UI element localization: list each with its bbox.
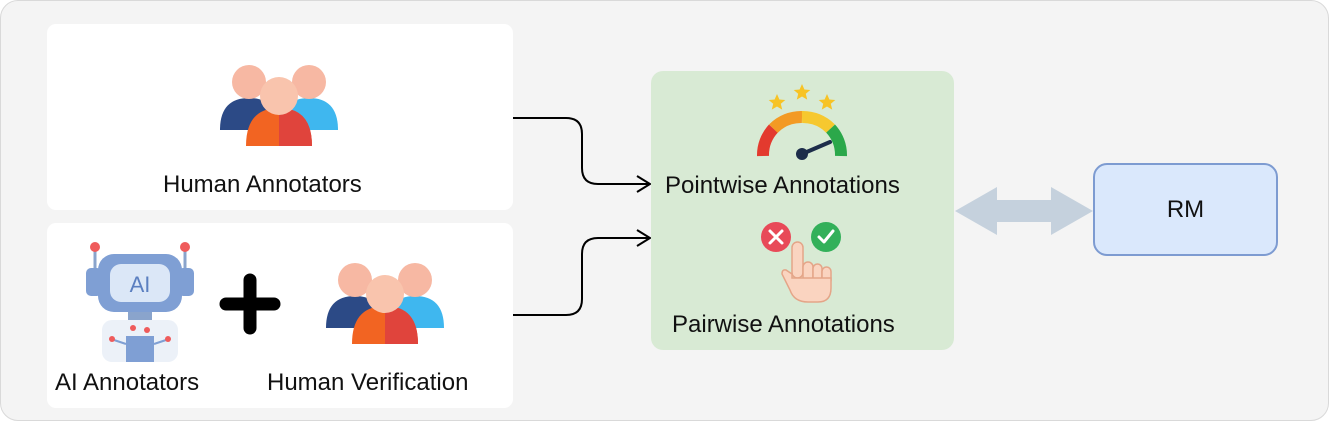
arrow-ai-to-annotations xyxy=(513,237,650,316)
people-group-icon xyxy=(220,65,338,146)
plus-icon xyxy=(219,273,281,335)
human-verification-label: Human Verification xyxy=(267,369,469,396)
bidirectional-arrow xyxy=(955,187,1093,235)
pointwise-annotations-label: Pointwise Annotations xyxy=(665,172,900,199)
arrowhead-top xyxy=(636,175,652,193)
choice-hand-icon xyxy=(761,222,841,303)
arrowhead-bottom xyxy=(636,229,652,247)
rm-label: RM xyxy=(1166,195,1205,223)
rm-box: RM xyxy=(1093,163,1278,256)
check-icon xyxy=(811,222,841,252)
human-annotators-label: Human Annotators xyxy=(163,171,362,198)
pairwise-annotations-label: Pairwise Annotations xyxy=(672,311,895,338)
ai-annotators-label: AI Annotators xyxy=(55,369,200,396)
people-group-icon xyxy=(326,263,444,344)
ai-robot-icon: AI xyxy=(86,242,194,362)
robot-face-text: AI xyxy=(130,272,151,297)
rating-gauge-icon xyxy=(757,84,847,160)
arrow-human-to-annotations xyxy=(513,117,650,185)
